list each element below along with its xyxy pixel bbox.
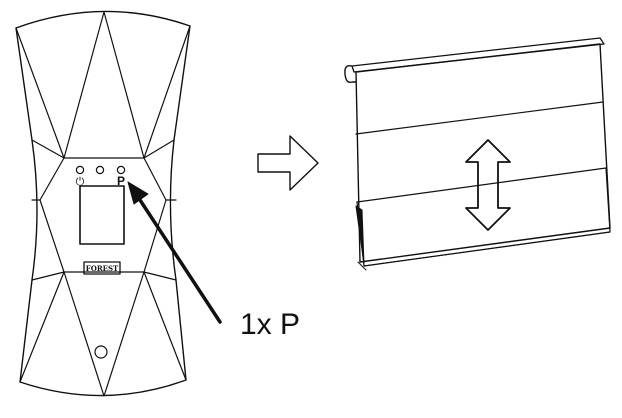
up-down-arrow-icon — [465, 139, 511, 231]
step-label: 1x P — [240, 308, 301, 341]
remote-control — [15, 10, 191, 397]
p-mark: P — [117, 174, 125, 188]
step-arrow-icon — [257, 135, 319, 191]
power-mark: ⏻ — [76, 175, 85, 188]
remote-center-panel — [39, 157, 167, 273]
remote-display — [79, 185, 125, 245]
blind-head-rail — [344, 64, 357, 84]
pointer-arrow — [127, 181, 222, 324]
blind-lower-fold — [356, 167, 611, 267]
logo-badge — [83, 261, 121, 275]
power-button[interactable] — [75, 165, 85, 175]
blind-fold-2 — [356, 167, 607, 203]
remote-facets — [15, 11, 191, 397]
blind-fold-1 — [355, 101, 604, 135]
blind-fabric — [355, 43, 611, 263]
middle-button[interactable] — [95, 165, 105, 175]
hang-hole — [94, 345, 108, 359]
remote-body — [15, 10, 191, 397]
roller-blind — [344, 37, 611, 271]
logo-text: FOREST — [86, 264, 119, 273]
p-button[interactable] — [116, 165, 126, 175]
